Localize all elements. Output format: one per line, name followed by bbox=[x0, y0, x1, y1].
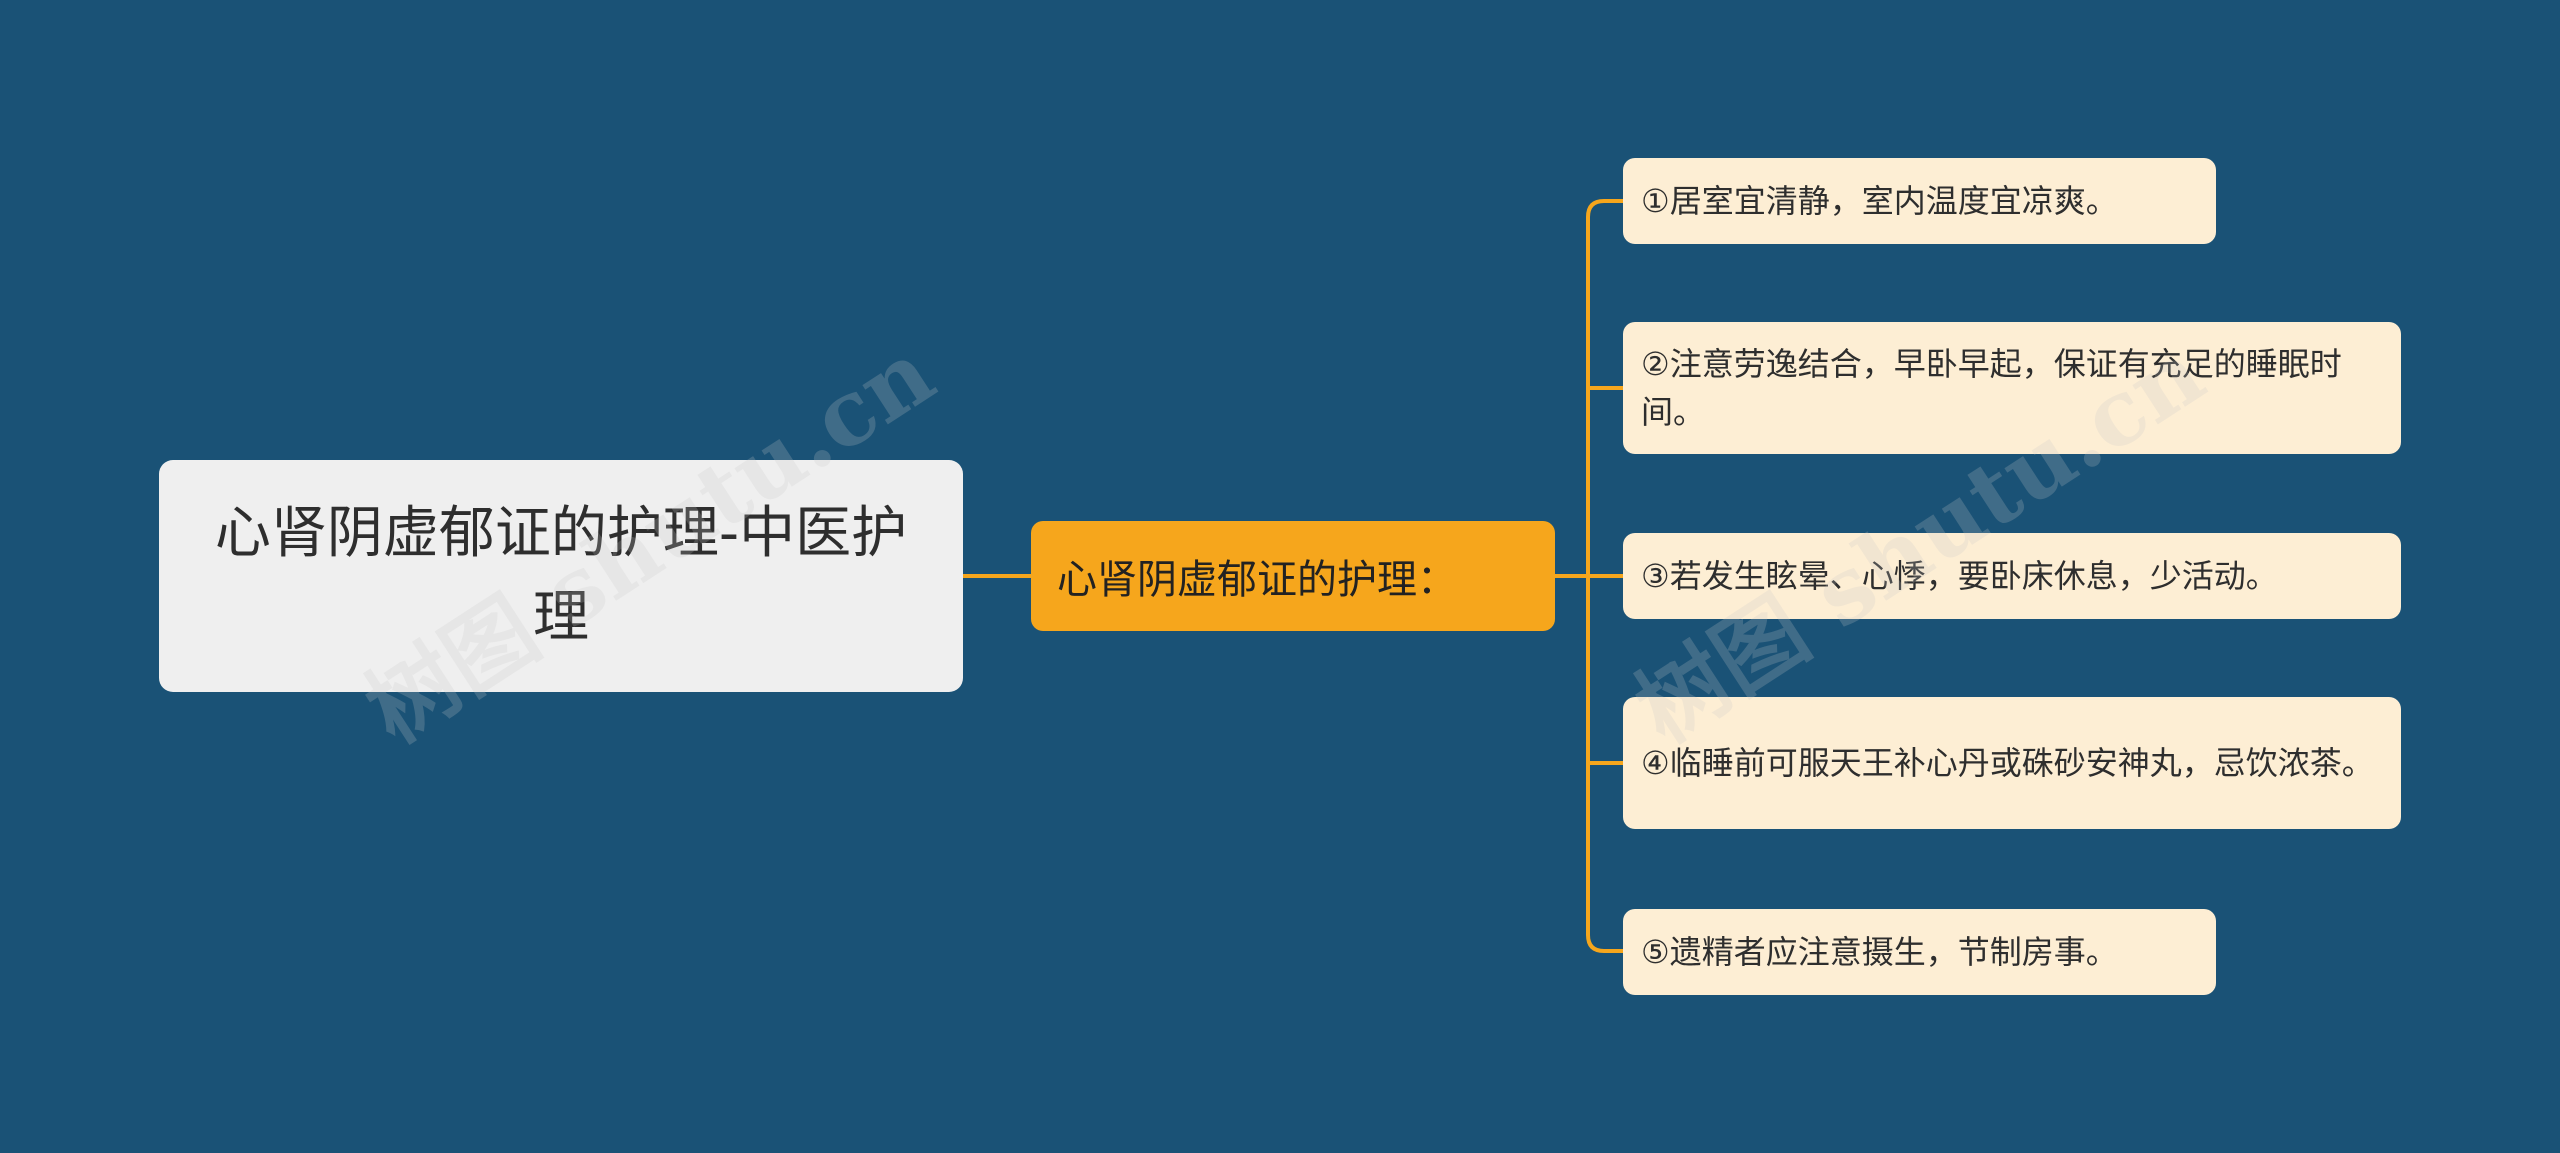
leaf-node-1[interactable]: ①居室宜清静，室内温度宜凉爽。 bbox=[1623, 158, 2216, 244]
leaf-node-label: ①居室宜清静，室内温度宜凉爽。 bbox=[1641, 182, 2118, 220]
leaf-node-label: ③若发生眩晕、心悸，要卧床休息，少活动。 bbox=[1641, 557, 2278, 595]
leaf-node-2[interactable]: ②注意劳逸结合，早卧早起，保证有充足的睡眠时间。 bbox=[1623, 322, 2401, 454]
connector-leaf-1 bbox=[1586, 199, 1623, 218]
leaf-node-label: ④临睡前可服天王补心丹或硃砂安神丸，忌饮浓茶。 bbox=[1641, 744, 2374, 782]
branch-node[interactable]: 心肾阴虚郁证的护理： bbox=[1031, 521, 1555, 631]
leaf-node-4[interactable]: ④临睡前可服天王补心丹或硃砂安神丸，忌饮浓茶。 bbox=[1623, 697, 2401, 829]
root-node-label: 心肾阴虚郁证的护理-中医护理 bbox=[214, 501, 908, 650]
connector-leaf-5 bbox=[1586, 934, 1623, 953]
leaf-node-label: ②注意劳逸结合，早卧早起，保证有充足的睡眠时间。 bbox=[1641, 345, 2342, 431]
leaf-node-label: ⑤遗精者应注意摄生，节制房事。 bbox=[1641, 933, 2118, 971]
leaf-node-5[interactable]: ⑤遗精者应注意摄生，节制房事。 bbox=[1623, 909, 2216, 995]
leaf-node-3[interactable]: ③若发生眩晕、心悸，要卧床休息，少活动。 bbox=[1623, 533, 2401, 619]
root-node[interactable]: 心肾阴虚郁证的护理-中医护理 bbox=[159, 460, 963, 692]
branch-node-label: 心肾阴虚郁证的护理： bbox=[1057, 557, 1457, 603]
